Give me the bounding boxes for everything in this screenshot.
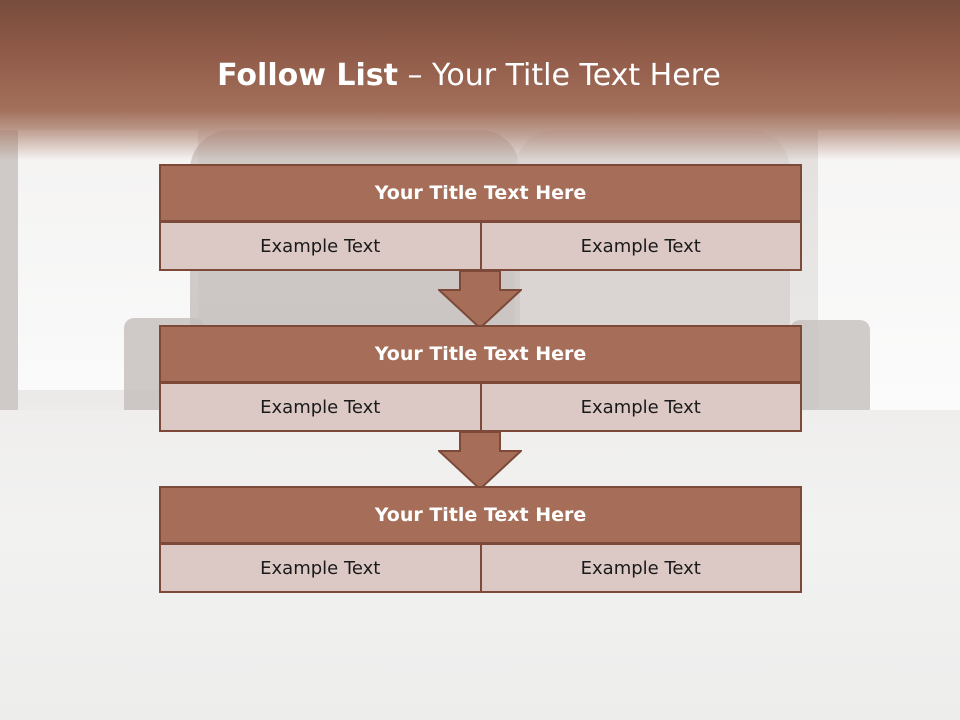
block-row: Example Text Example Text <box>159 382 802 432</box>
block-title: Your Title Text Here <box>159 486 802 544</box>
header-band <box>0 0 960 160</box>
block-cell-left: Example Text <box>159 543 482 593</box>
block-cell-right: Example Text <box>479 382 802 432</box>
block-cell-left: Example Text <box>159 382 482 432</box>
block-title: Your Title Text Here <box>159 325 802 383</box>
block-row: Example Text Example Text <box>159 543 802 593</box>
slide-title-bold: Follow List <box>217 58 398 93</box>
block-row: Example Text Example Text <box>159 221 802 271</box>
flow-block-2: Your Title Text Here Example Text Exampl… <box>159 325 802 432</box>
flow-block-1: Your Title Text Here Example Text Exampl… <box>159 164 802 271</box>
down-arrow-icon <box>438 270 522 330</box>
block-cell-right: Example Text <box>479 221 802 271</box>
block-title: Your Title Text Here <box>159 164 802 222</box>
block-cell-right: Example Text <box>479 543 802 593</box>
block-cell-left: Example Text <box>159 221 482 271</box>
window-frame-left <box>0 130 18 420</box>
chair-right <box>790 320 870 420</box>
down-arrow-icon <box>438 431 522 491</box>
slide-title: Follow List – Your Title Text Here <box>0 55 960 97</box>
flow-block-3: Your Title Text Here Example Text Exampl… <box>159 486 802 593</box>
slide-title-rest: – Your Title Text Here <box>397 58 721 93</box>
